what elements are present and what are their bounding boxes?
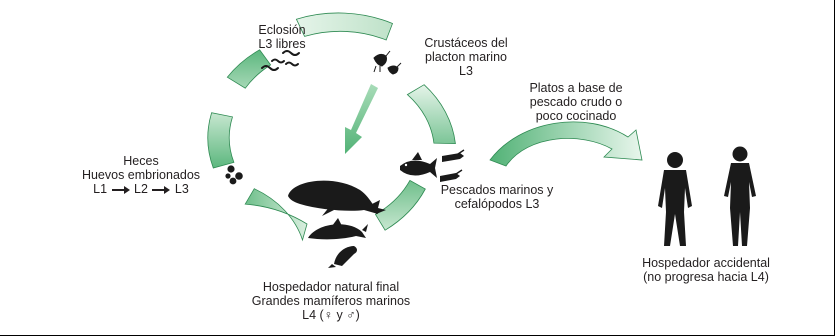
raw-fish-dishes-label-line-2: pescado crudo o (529, 95, 623, 109)
cycle-inner-arrow (345, 84, 378, 154)
raw-fish-dishes-label-line-3: poco cocinado (535, 109, 617, 123)
ring-segment-lower-left (207, 112, 235, 169)
woman-icon (724, 146, 756, 246)
stage-l1: L1 (93, 182, 108, 196)
natural-host-label: Hospedador natural final Grandes mamífer… (246, 280, 416, 322)
ring-segment-upper-left (226, 49, 272, 89)
man-icon (658, 152, 692, 246)
accidental-host-label-line-2: (no progresa hacia L4) (643, 270, 769, 284)
whale-icon (288, 180, 386, 216)
hatching-label-line-2: L3 libres (258, 37, 306, 51)
crustacean-icon (373, 50, 402, 75)
natural-host-label-line-1: Hospedador natural final (262, 280, 400, 294)
accidental-host-label: Hospedador accidental (no progresa hacia… (631, 256, 781, 284)
raw-fish-dishes-label: Platos a base de pescado crudo o poco co… (518, 81, 634, 123)
larvae-icon (261, 50, 300, 71)
feces-label-line-2: Huevos embrionados (81, 168, 201, 182)
raw-fish-dishes-label-line-1: Platos a base de (529, 81, 623, 95)
fish-cephalopod-label: Pescados marinos y cefalópodos L3 (430, 183, 564, 211)
hatching-label: Eclosión L3 libres (244, 23, 320, 51)
feces-label: Heces Huevos embrionados L1 L2 L3 (66, 154, 216, 196)
squid-icon (440, 149, 465, 182)
natural-host-label-line-2: Grandes mamíferos marinos (251, 294, 411, 308)
ring-segment-lower-right (374, 179, 426, 231)
accidental-host-label-line-1: Hospedador accidental (642, 256, 770, 270)
crustacean-label: Crustáceos del placton marino L3 (408, 36, 524, 78)
fish-cephalopod-label-line-2: cefalópodos L3 (454, 197, 540, 211)
cycle-ring (207, 12, 456, 242)
crustacean-label-line-2: placton marino (425, 50, 507, 64)
ring-segment-top (295, 12, 394, 41)
crustacean-label-line-1: Crustáceos del (424, 36, 508, 50)
hatching-label-line-1: Eclosión (258, 23, 306, 37)
sequence-arrow-icon (111, 185, 130, 194)
seal-icon (328, 246, 357, 268)
crustacean-label-line-3: L3 (459, 64, 473, 78)
stage-l2: L2 (134, 182, 148, 196)
larval-stage-sequence: L1 L2 L3 (66, 182, 216, 196)
ring-segment-upper-right (406, 84, 456, 145)
sequence-arrow-icon (152, 185, 171, 194)
stage-l3: L3 (174, 182, 189, 196)
ring-segment-bottom (244, 188, 308, 242)
transmission-arrow (489, 121, 643, 167)
eggs-icon (225, 165, 243, 185)
fish-cephalopod-label-line-1: Pescados marinos y (440, 183, 554, 197)
feces-label-line-1: Heces (123, 154, 159, 168)
fish-icon (400, 152, 437, 178)
natural-host-label-line-3: L4 (♀ y ♂) (302, 308, 360, 322)
dolphin-icon (308, 218, 368, 240)
